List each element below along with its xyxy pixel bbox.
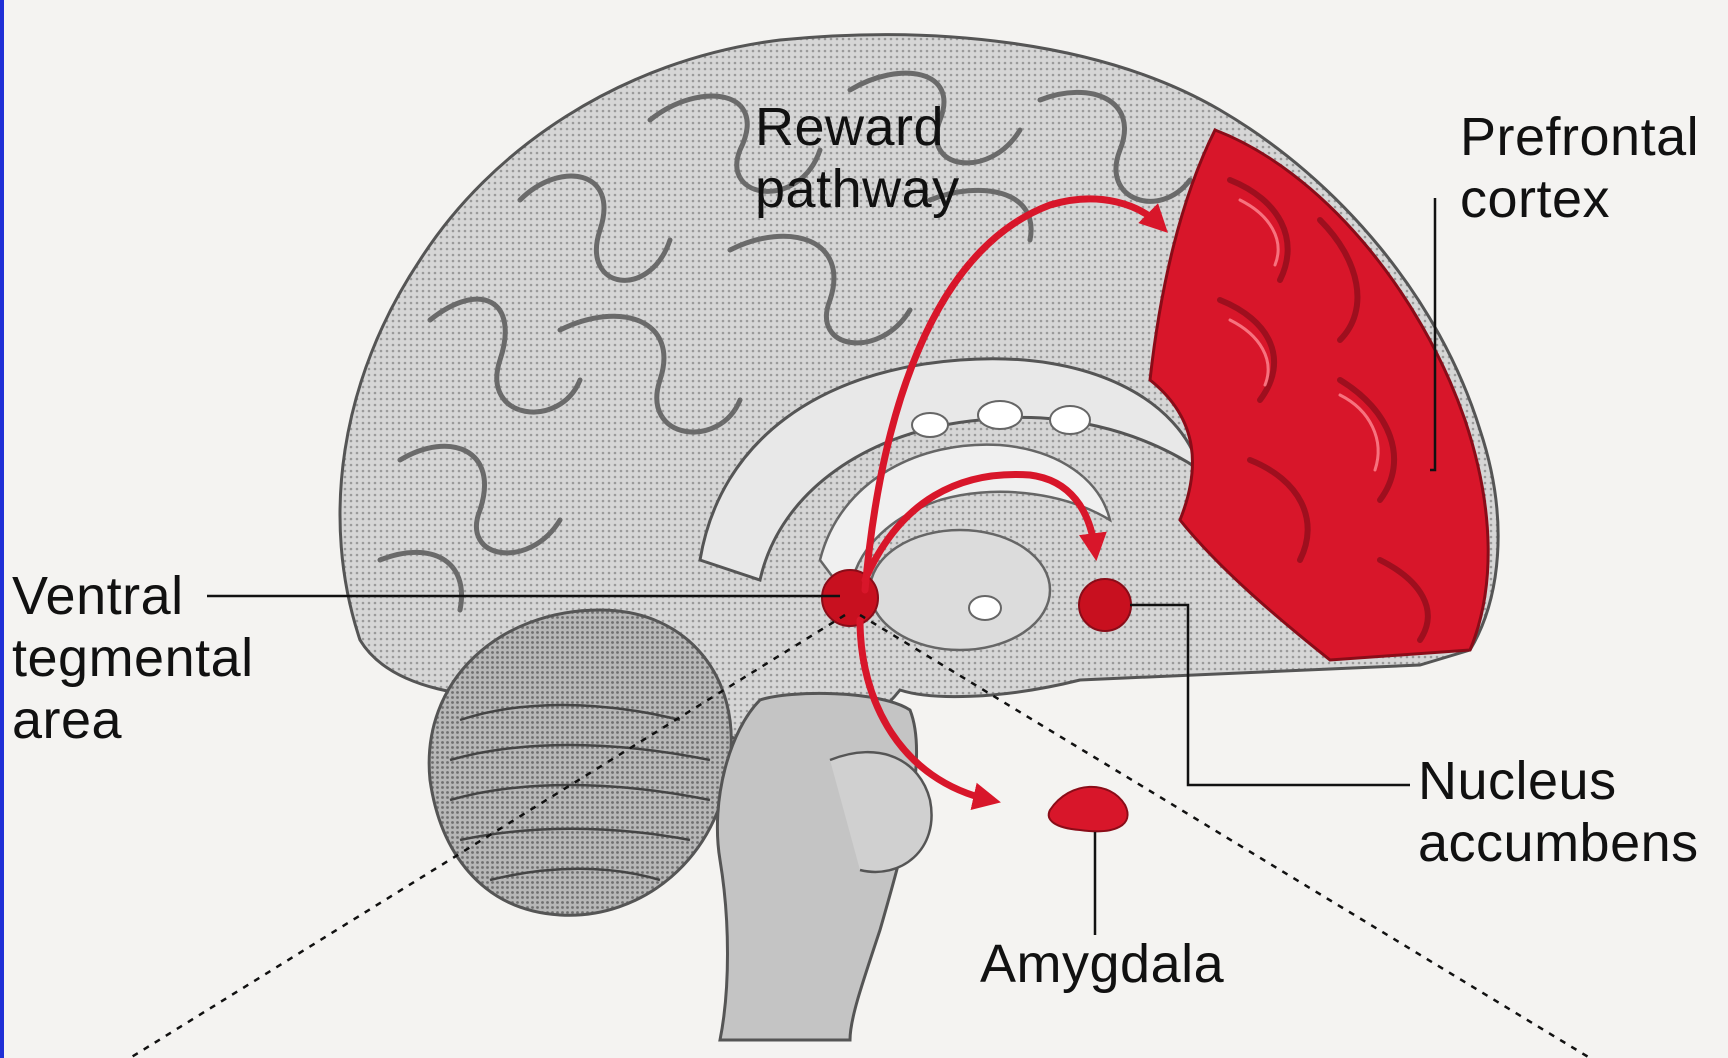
label-reward-pathway: Reward pathway xyxy=(755,96,960,220)
label-prefrontal-cortex: Prefrontal cortex xyxy=(1460,106,1699,230)
vta-node xyxy=(822,570,878,626)
label-nucleus-accumbens: Nucleus accumbens xyxy=(1418,750,1699,874)
label-ventral-tegmental-area: Ventral tegmental area xyxy=(12,565,254,751)
thalamus xyxy=(870,530,1050,650)
label-amygdala: Amygdala xyxy=(980,933,1224,995)
amygdala-node xyxy=(1049,787,1128,831)
nucleus-accumbens-node xyxy=(1079,579,1131,631)
